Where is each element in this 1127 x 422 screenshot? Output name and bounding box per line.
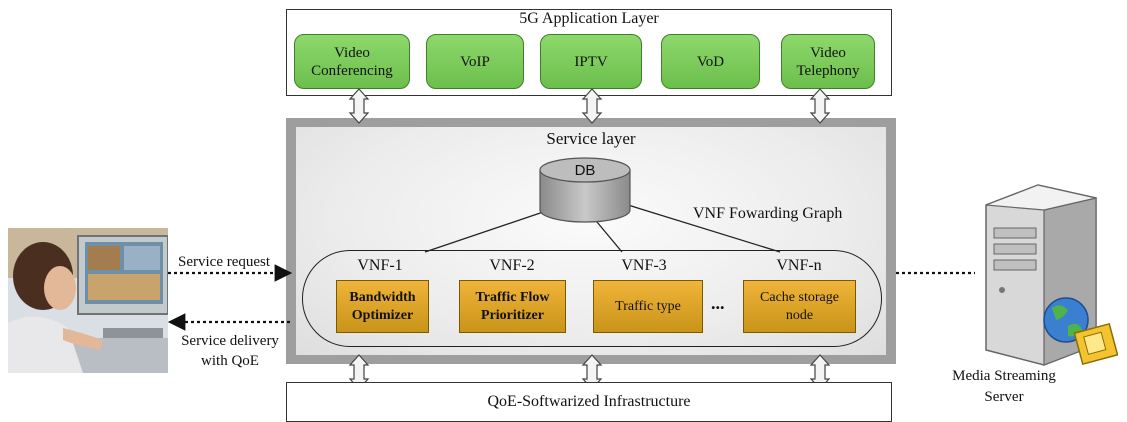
service-delivery-label: Service delivery with QoE [181,333,279,369]
vnf-cache-storage-node: Cache storage node [743,280,856,333]
app-voip: VoIP [426,34,524,89]
vnf-forwarding-graph-label: VNF Fowarding Graph [693,205,843,222]
app-iptv: IPTV [540,34,642,89]
service-request-label: Service request [178,254,271,270]
vnf-bandwidth-optimizer: Bandwidth Optimizer [336,280,429,333]
app-vod: VoD [661,34,760,89]
double-arrow-icon [581,88,603,124]
app-video-telephony: Video Telephony [781,34,875,89]
infrastructure-layer [286,382,892,422]
user-at-computer-image [8,228,168,373]
app-video-conferencing: Video Conferencing [294,34,410,89]
vnf-ellipsis: ... [711,293,725,313]
vnf-2-label: VNF-2 [489,257,535,274]
infrastructure-layer-title: QoE-Softwarized Infrastructure [487,393,691,410]
service-layer-title: Service layer [546,129,636,148]
vnf-traffic-type: Traffic type [593,280,703,333]
database-icon [539,157,631,223]
forwarding-link [424,207,556,253]
forwarding-link [627,204,781,253]
application-layer-title: 5G Application Layer [519,10,659,27]
vnf-forwarding-graph [302,250,882,347]
vnf-traffic-flow-prioritizer: Traffic Flow Prioritizer [459,280,566,333]
db-label: DB [574,162,596,179]
media-server-icon [985,184,1118,366]
vnf-n-label: VNF-n [776,257,822,274]
media-server-label: Media Streaming Server [952,368,1056,405]
vnf-1-label: VNF-1 [357,257,403,274]
double-arrow-icon [809,88,831,124]
double-arrow-icon [348,88,370,124]
vnf-3-label: VNF-3 [621,257,667,274]
